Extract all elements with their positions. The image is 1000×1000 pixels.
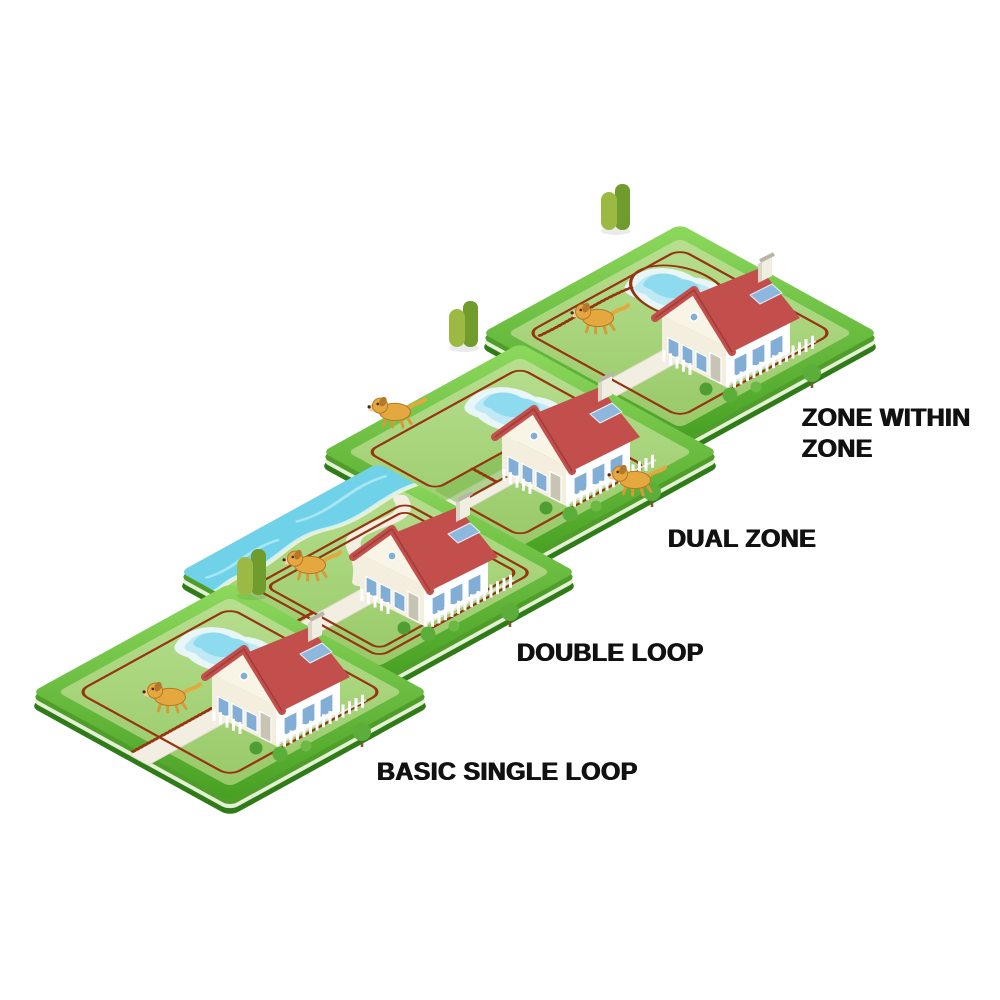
cypress-trees [601,184,631,235]
house [651,252,800,387]
winding-path [502,420,538,475]
bushes [397,603,519,642]
boundary-wire [255,504,529,655]
zone-connector-wire [470,467,499,484]
picket-fence [502,454,657,510]
label-double-loop: DOUBLE LOOP [517,639,704,667]
house [491,371,640,506]
driveway [420,466,527,525]
boundary-wire [531,251,829,415]
label-zone-within-zone: ZONE WITHIN ZONE [802,404,971,463]
bushes [539,483,661,522]
house [201,611,350,746]
dog [607,464,667,497]
label-dual-zone: DUAL ZONE [668,525,817,553]
driveway [278,586,385,645]
winding-path [662,301,698,356]
pond [464,387,566,435]
boundary-wire [370,369,643,535]
double-loop-illustration [180,463,574,694]
bushes [699,364,821,403]
pond [174,627,276,675]
basic-single-loop-illustration [34,549,426,814]
dog [367,396,427,429]
picket-fence [360,574,515,630]
river [180,463,430,598]
yard-border [36,585,424,799]
house [349,491,498,626]
loop-connector-wire [536,286,634,338]
cypress-trees [449,301,479,352]
lawn [350,358,690,546]
winding-path [212,660,248,715]
pond [624,268,726,316]
panel-dual-zone [280,252,760,632]
picket-fence [662,335,817,391]
yard-border [326,345,714,559]
lawn [208,478,548,666]
bushes [249,723,371,762]
label-basic-single-loop: BASIC SINGLE LOOP [377,758,638,786]
driveway [130,706,237,765]
cypress-trees [237,549,267,600]
dog [142,681,202,714]
panel-basic-single-loop [0,492,470,872]
dual-zone-illustration [324,301,716,574]
panel-double-loop [138,372,618,752]
driveway [580,347,687,406]
dog [570,302,630,335]
winding-path [345,494,411,587]
lawn [510,239,850,427]
picket-fence [212,694,367,750]
boundary-wire [81,610,379,774]
transmitter-drop-wire [273,612,314,634]
transmitter-drop-wire [128,707,214,754]
dog [282,549,342,582]
lawn [60,598,400,786]
pond-exclusion-loop [629,264,730,320]
